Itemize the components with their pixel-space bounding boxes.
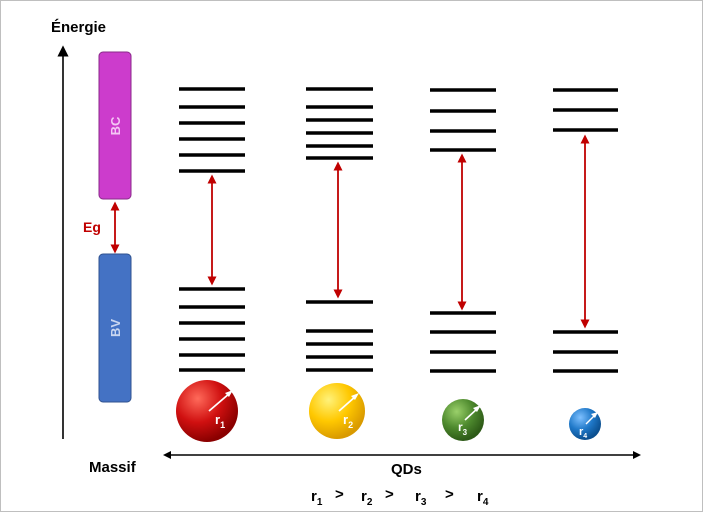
- relation-term-1: r1: [311, 488, 323, 508]
- quantum-dot-1: r1: [176, 380, 238, 442]
- valence-band-label: BV: [108, 319, 123, 337]
- qd2-levels: [306, 87, 373, 372]
- dot-3-radius-label: r3: [458, 420, 468, 437]
- quantum-dot-2: r2: [309, 383, 365, 439]
- qds-label: QDs: [391, 461, 422, 478]
- radius-relation: r1 > r2 > r3 > r4: [311, 486, 489, 508]
- relation-operator-3: >: [445, 486, 454, 503]
- dot-2-sphere: [309, 383, 365, 439]
- relation-term-3: r3: [415, 488, 427, 508]
- dot-2-radius-label: r2: [343, 412, 353, 430]
- dot-4-radius-label: r4: [579, 426, 587, 440]
- relation-operator-2: >: [385, 486, 394, 503]
- dot-1-radius-arrow: [208, 392, 231, 412]
- quantum-dot-4: r4: [569, 408, 601, 440]
- relation-term-2: r2: [361, 488, 373, 508]
- relation-term-4: r4: [477, 488, 489, 508]
- gap-label: Eg: [83, 219, 101, 235]
- conduction-band: [98, 51, 132, 200]
- qd4-levels: [553, 88, 618, 373]
- qd1-levels: [179, 87, 245, 372]
- dot-1-sphere: [176, 380, 238, 442]
- qd3-levels: [430, 88, 496, 373]
- dot-3-sphere: [442, 399, 484, 441]
- conduction-band-label: BC: [108, 116, 123, 135]
- dot-2-radius-arrow: [338, 395, 357, 412]
- dot-2-radius-arrowhead: [351, 393, 359, 400]
- quantum-dot-3: r3: [442, 399, 484, 441]
- valence-band: [98, 253, 132, 403]
- dot-1-radius-arrowhead: [225, 390, 233, 397]
- dot-3-radius-arrowhead: [473, 405, 481, 412]
- energy-axis-label: Énergie: [51, 19, 106, 36]
- dot-4-radius-arrowhead: [591, 412, 598, 418]
- bulk-label: Massif: [89, 459, 137, 476]
- relation-operator-1: >: [335, 486, 344, 503]
- dot-1-radius-label: r1: [215, 412, 225, 430]
